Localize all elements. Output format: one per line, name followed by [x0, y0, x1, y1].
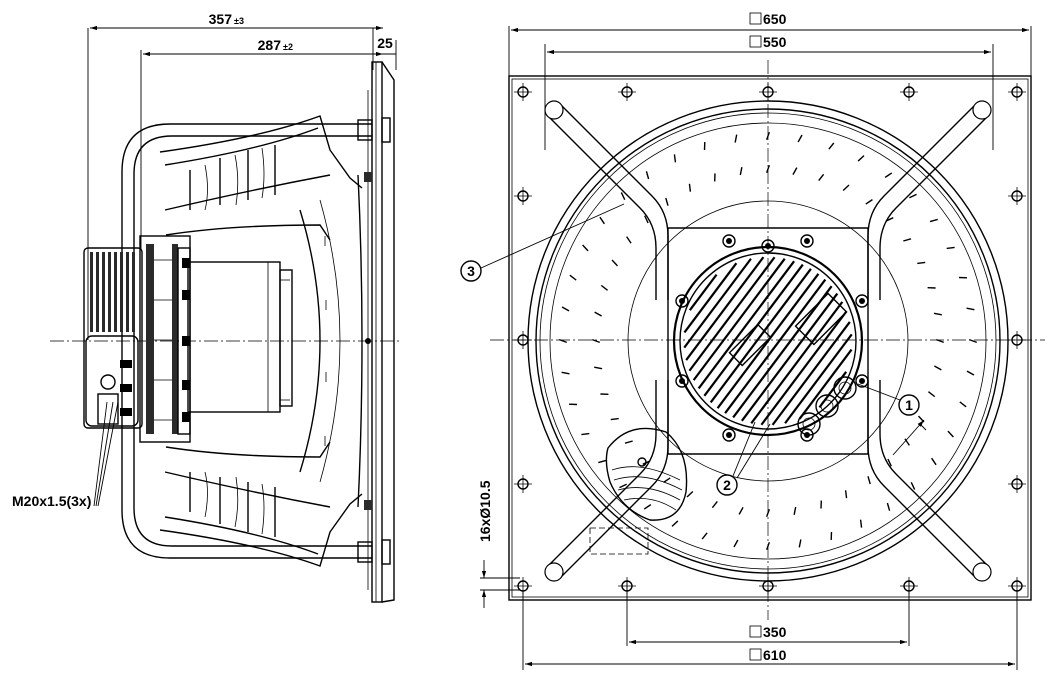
callout-1: 1: [857, 383, 927, 456]
motor-screw: [675, 374, 689, 388]
mounting-hole: [514, 331, 532, 349]
electronics-housing: [83, 247, 143, 429]
motor-screw: [855, 294, 869, 308]
mounting-hole: [514, 83, 532, 101]
frame-bars: [544, 100, 992, 582]
detail-cutout: [605, 427, 688, 521]
dim-550-label: 550: [763, 34, 787, 50]
dim-610-label: 610: [763, 647, 787, 663]
motor-flange: [139, 235, 191, 443]
dim-287-label: 287: [258, 37, 282, 53]
mounting-hole: [1008, 475, 1026, 493]
mounting-hole: [1008, 331, 1026, 349]
motor-rotor: [187, 261, 281, 413]
dimension-plate-width: 650: [508, 11, 1032, 76]
motor-screws: [675, 234, 869, 442]
dim-350-label: 350: [763, 624, 787, 640]
callout-3-label: 3: [467, 263, 475, 279]
dim-357-tolerance: ±3: [234, 16, 244, 26]
motor-screw: [722, 428, 736, 442]
mounting-hole: [1008, 187, 1026, 205]
cable-gland-label: M20x1.5(3x): [12, 493, 91, 509]
callout-1-label: 1: [905, 397, 913, 413]
callout-2-label: 2: [723, 477, 731, 493]
front-plate: [508, 75, 1032, 601]
dimension-plate: 25: [372, 28, 397, 70]
dim-holes-label: 16xØ10.5: [477, 480, 493, 542]
dimension-overall-width: 357 ±3: [87, 11, 383, 340]
dimension-bottom-inner: 350: [626, 580, 910, 646]
dim-650-label: 650: [763, 11, 787, 27]
dimension-holes: 16xØ10.5: [477, 480, 520, 608]
dimension-top-holes: 550: [544, 34, 994, 150]
dimension-bottom-outer: 610: [522, 590, 1018, 670]
callout-2: 2: [716, 421, 771, 496]
mounting-hole: [759, 577, 777, 595]
motor-screw: [675, 294, 689, 308]
mounting-hole: [759, 83, 777, 101]
mounting-hole: [900, 83, 918, 101]
mounting-plate: [371, 61, 383, 603]
mounting-hole: [514, 187, 532, 205]
dim-25-label: 25: [377, 35, 393, 51]
callout-3: 3: [460, 203, 625, 282]
side-view: 357 ±3 287 ±2 25: [12, 11, 400, 603]
motor-screw: [800, 234, 814, 248]
mounting-hole: [618, 83, 636, 101]
mounting-hole: [1008, 83, 1026, 101]
motor-mount-plate: [667, 227, 869, 455]
dimension-depth: 287 ±2: [140, 37, 383, 250]
mounting-hole: [514, 475, 532, 493]
motor-screw: [855, 374, 869, 388]
motor-screw: [722, 234, 736, 248]
front-view: 650 550: [460, 11, 1045, 670]
inlet-ring-outer: [527, 100, 1009, 582]
dim-357-label: 357: [209, 11, 233, 27]
motor-screw: [761, 239, 775, 253]
connection-box: [728, 292, 857, 436]
dim-287-tolerance: ±2: [283, 42, 293, 52]
